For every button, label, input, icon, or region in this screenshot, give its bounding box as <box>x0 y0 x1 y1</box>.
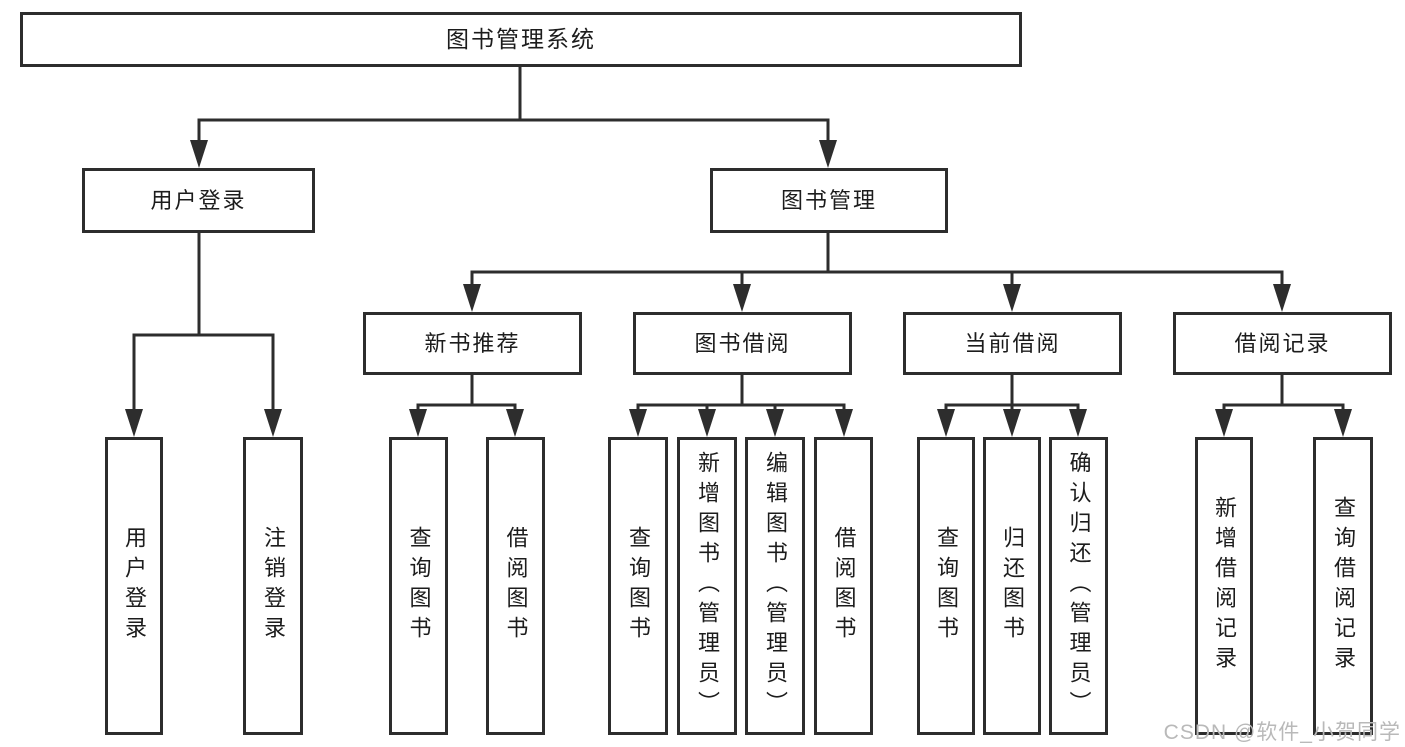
node-label: 用户登录 <box>150 187 247 213</box>
node-label: 注销登录 <box>261 526 286 646</box>
node-label: 借阅图书 <box>503 526 529 646</box>
node-label: 图书管理 <box>780 187 877 213</box>
leaf-records-add-borrow-record: 新增借阅记录 <box>1195 437 1253 735</box>
node-label: 借阅图书 <box>831 526 857 646</box>
node-library-management-system: 图书管理系统 <box>20 12 1022 67</box>
connector-book-management-children <box>463 233 1291 312</box>
connector-new-book-recommend-children <box>409 375 524 437</box>
leaf-borrow-query-book: 查询图书 <box>608 437 668 735</box>
connector-book-borrow-children <box>629 375 853 437</box>
node-book-borrow: 图书借阅 <box>633 312 852 375</box>
leaf-user-login: 用户登录 <box>105 437 163 735</box>
leaf-logout-login: 注销登录 <box>243 437 303 735</box>
node-label: 查询借阅记录 <box>1331 496 1356 676</box>
node-label: 图书借阅 <box>694 330 791 356</box>
connector-root-to-level2 <box>190 67 837 168</box>
node-label: 借阅记录 <box>1234 330 1331 356</box>
leaf-current-return-book: 归还图书 <box>983 437 1041 735</box>
node-new-book-recommend: 新书推荐 <box>363 312 582 375</box>
node-label: 查询图书 <box>626 526 651 646</box>
node-label: 新书推荐 <box>424 330 521 356</box>
watermark-text: CSDN @软件_小贺同学 <box>1163 721 1401 744</box>
connector-current-borrow-children <box>937 375 1087 437</box>
leaf-borrow-borrow-book: 借阅图书 <box>814 437 873 735</box>
node-label: 确认归还（管理员） <box>1066 451 1092 721</box>
leaf-recommend-query-book: 查询图书 <box>389 437 448 735</box>
node-label: 用户登录 <box>122 526 147 646</box>
node-current-borrow: 当前借阅 <box>903 312 1122 375</box>
leaf-borrow-add-book-admin: 新增图书（管理员） <box>677 437 737 735</box>
node-label: 查询图书 <box>406 526 432 646</box>
connector-user-login-children <box>125 233 282 437</box>
leaf-current-confirm-return-admin: 确认归还（管理员） <box>1049 437 1108 735</box>
node-label: 编辑图书（管理员） <box>763 451 788 721</box>
leaf-current-query-book: 查询图书 <box>917 437 975 735</box>
node-label: 新增图书（管理员） <box>695 451 720 721</box>
node-label: 新增借阅记录 <box>1212 496 1237 676</box>
leaf-borrow-edit-book-admin: 编辑图书（管理员） <box>745 437 805 735</box>
connector-borrow-records-children <box>1215 375 1352 437</box>
node-user-login: 用户登录 <box>82 168 315 233</box>
node-borrow-records: 借阅记录 <box>1173 312 1392 375</box>
leaf-records-query-borrow-record: 查询借阅记录 <box>1313 437 1373 735</box>
node-book-management: 图书管理 <box>710 168 948 233</box>
node-label: 当前借阅 <box>964 330 1061 356</box>
node-label: 图书管理系统 <box>446 26 596 52</box>
node-label: 查询图书 <box>934 526 959 646</box>
node-label: 归还图书 <box>1000 526 1025 646</box>
leaf-recommend-borrow-book: 借阅图书 <box>486 437 545 735</box>
